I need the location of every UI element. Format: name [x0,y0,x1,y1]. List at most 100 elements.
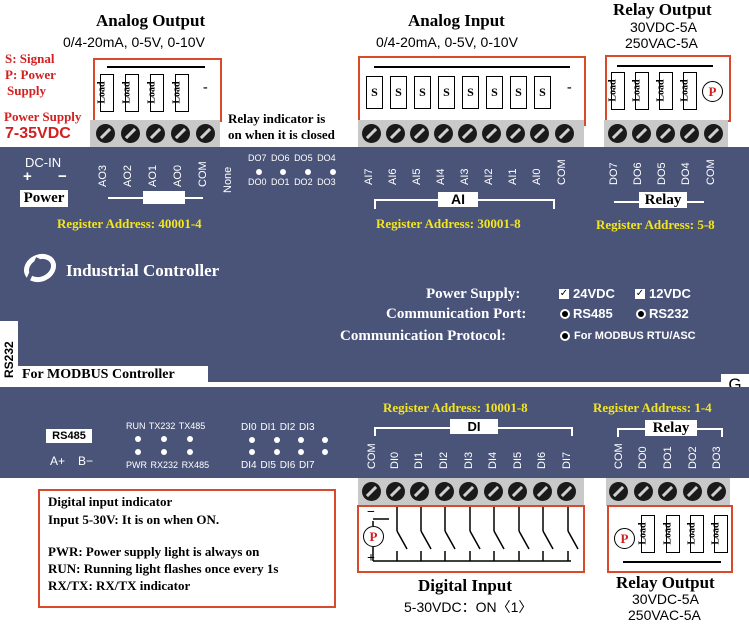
status-led [161,449,167,455]
status-led-labels-bottom: PWR RX232 RX485 [126,460,209,470]
relay-output-title-top: Relay Output [613,0,712,19]
middle-panel: Industrial Controller Power Supply: ✓ 24… [0,236,749,396]
ai-bracket-tick-right [553,199,555,209]
screw [609,482,628,501]
digital-input-wiring-box: − P + [357,505,585,573]
lower-panel: RS485 A+ B− RUN TX232 TX485 PWR RX232 RX… [0,387,749,478]
ao-term-label: AO2 [122,164,134,187]
led-label: DO6 [271,153,290,163]
ao-term-label: AO3 [97,164,109,187]
ai-terminal-strip [358,120,584,148]
load-3: Load [147,74,164,112]
ao-term-label: None [222,166,234,193]
ao-term-label: AO0 [172,164,184,187]
do-led [280,169,286,175]
screw [707,482,726,501]
relay-term-label-bottom: DO1 [662,446,674,469]
di-terminal-strip [358,478,584,506]
screw [608,124,627,143]
screw [410,482,429,501]
screw [435,482,454,501]
analog-output-title: Analog Output [96,11,206,30]
relay-term-label: COM [705,159,717,185]
di-term-label: DI6 [536,451,548,469]
radio-rs485-icon [560,309,570,319]
di-power-source: P [363,526,384,547]
relay-term-label: DO6 [632,162,644,185]
option-modbus: For MODBUS RTU/ASC [574,330,696,342]
status-led [161,436,167,442]
dc-minus: − [58,168,67,185]
option-rs485: RS485 [573,306,613,321]
led-label: DI5 [260,460,276,471]
status-led [187,449,193,455]
relay-term-label: DO4 [680,162,692,185]
comm-protocol-label: Communication Protocol: [340,328,506,344]
screw [704,124,723,143]
ai-term-label: AI6 [387,168,399,185]
ao-terminal-strip [90,120,220,148]
di-led-labels-top: DI0 DI1 DI2 DI3 [241,422,315,433]
do-led-labels-top: DO7 DO6 DO5 DO4 [248,153,336,163]
load-4: Load [172,74,189,112]
ai-common-wire [374,66,570,68]
relay-bracket-tick-left [617,428,619,437]
note-line: RUN: Running light flashes once every 1s [48,561,279,576]
signal-7: S [510,76,527,109]
di-term-label: DI4 [487,451,499,469]
do-led [330,169,336,175]
signal-8: S [534,76,551,109]
relay-terminal-strip-bottom [606,478,730,506]
di-bracket-tick-right [571,427,573,436]
register-relay-top: Register Address: 5-8 [596,217,715,232]
note-line: RX/TX: RX/TX indicator [48,578,191,593]
a-plus-label: A+ [50,454,66,468]
screw [458,124,477,143]
b-minus-label: B− [78,454,94,468]
do-led-labels-bottom: DO0 DO1 DO2 DO3 [248,177,336,187]
relay-output-wiring-box-bottom: P Load Load Load Load [607,505,733,573]
ao-term-label: COM [197,161,209,187]
screw [656,124,675,143]
power-label: Power [20,190,68,207]
screw [459,482,478,501]
screw [386,124,405,143]
status-led [187,436,193,442]
screw [362,482,381,501]
relay-term-label-bottom: DO0 [637,446,649,469]
dc-plus: + [23,168,32,185]
led-label: DI4 [241,460,257,471]
do-led [305,169,311,175]
ao-common-wire [107,66,205,68]
led-label: DI0 [241,422,257,433]
relay-note-line1: Relay indicator is [228,111,326,126]
relay-load-4: Load [680,72,697,110]
di-switch-wiring [372,507,579,562]
ai-term-label: AI3 [459,168,471,185]
ao-minus: - [203,80,208,95]
screw [533,482,552,501]
relay-load-bottom-2: Load [663,515,680,553]
led-label: DO7 [248,153,267,163]
status-led [135,449,141,455]
screw [683,482,702,501]
brand-logo-icon [22,250,58,286]
signal-2: S [390,76,407,109]
signal-3: S [414,76,431,109]
screw [146,124,165,143]
di-term-label: DI3 [463,451,475,469]
check-24vdc-icon: ✓ [559,288,569,299]
relay-load-3: Load [656,72,673,110]
di-plus: + [367,551,375,566]
option-rs232: RS232 [649,306,689,321]
screw [96,124,115,143]
register-ai: Register Address: 30001-8 [376,216,521,231]
ao-bracket-right [183,197,203,199]
note-line: Digital input indicator [48,494,173,509]
di-led [298,449,304,455]
screw [196,124,215,143]
screw [634,482,653,501]
analog-input-title: Analog Input [408,11,505,30]
screw [484,482,503,501]
ai-minus: - [567,80,572,95]
